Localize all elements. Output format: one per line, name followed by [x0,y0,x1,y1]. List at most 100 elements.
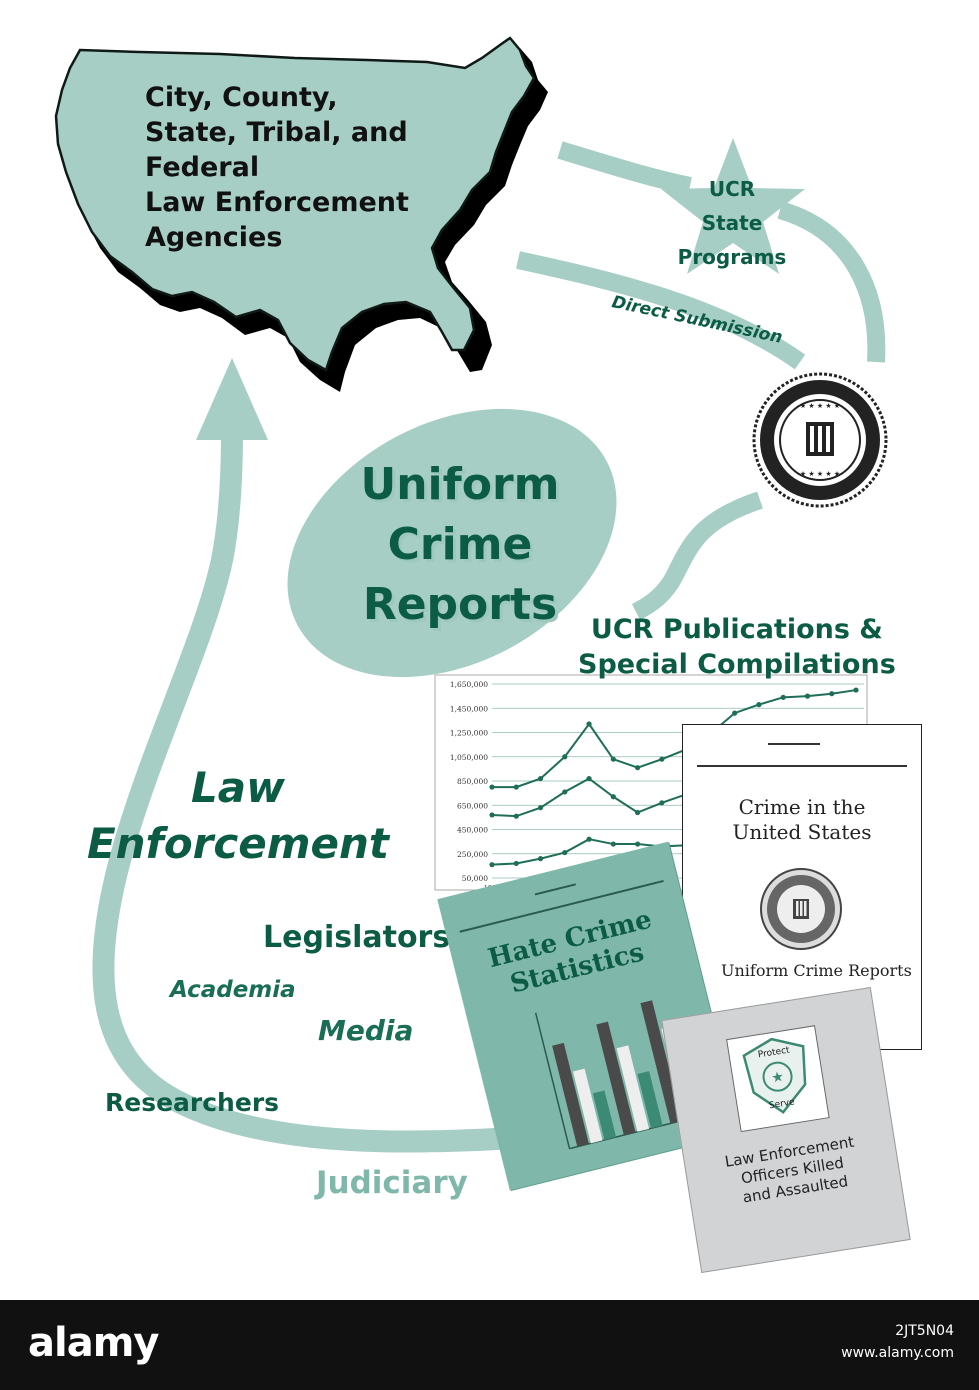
agencies-line-1: City, County, [145,82,338,113]
chart-point [586,836,592,842]
chart-point [562,789,568,795]
legislators-label: Legislators [263,920,451,955]
badge-bottom-text: Serve [768,1097,796,1111]
chart-point [489,812,495,818]
chart-point [562,849,568,856]
chart-point [659,756,665,762]
doc-rule [768,743,820,745]
svg-text:★ ★ ★ ★ ★: ★ ★ ★ ★ ★ [800,402,840,410]
chart-point [635,765,641,771]
chart-y-tick-label: 1,650,000 [450,680,488,689]
doc-rule [697,765,907,767]
state-programs-label: UCR State Programs [672,172,792,274]
media-label: Media [318,1014,414,1047]
chart-y-tick-label: 1,050,000 [450,753,488,762]
ucr-ellipse [287,408,617,678]
direct-submission-arrow [516,251,806,370]
agencies-line-4: Law Enforcement [145,187,409,218]
chart-point [489,862,495,868]
badge-top-text: Protect [757,1045,790,1060]
chart-point [537,856,544,862]
chart-point [659,800,665,806]
chart-series-line-1 [492,689,857,789]
watermark-logo: alamy [28,1320,159,1366]
chart-point [780,694,786,700]
svg-text:★: ★ [770,1069,785,1087]
publications-heading: UCR Publications & Special Compilations [578,612,896,682]
chart-point [853,687,859,693]
badge-icon: ★ Protect Serve [726,1025,830,1133]
chart-point [537,805,544,811]
chart-point [635,841,641,847]
state-to-fbi-arrow [777,201,886,363]
fbi-seal: ★ ★ ★ ★ ★ ★ ★ ★ ★ ★ [748,368,892,512]
chart-point [586,721,592,727]
watermark-site: www.alamy.com [841,1345,954,1361]
doc-rule [534,883,576,896]
judiciary-label: Judiciary [316,1165,468,1201]
chart-point [756,702,762,708]
watermark-id: 2JT5N04 www.alamy.com [841,1320,954,1364]
chart-point [586,775,592,782]
agencies-label: City, County, State, Tribal, and Federal… [145,80,409,255]
svg-text:★ ★ ★ ★ ★: ★ ★ ★ ★ ★ [800,470,840,478]
law-enforcement-loop-arrow [92,429,561,1153]
fbi-to-publications-arrow [631,491,763,621]
chart-y-tick-label: 50,000 [462,874,488,883]
agencies-line-5: Agencies [145,222,283,253]
publications-line-1: UCR Publications & [590,614,883,645]
state-programs-line-1: UCR [708,177,756,201]
agencies-line-2: State, Tribal, and [145,117,408,148]
chart-y-tick-label: 1,250,000 [450,729,488,738]
to-state-programs-arrow [557,141,692,195]
agencies-line-3: Federal [145,152,260,183]
chart-point [610,756,616,762]
chart-y-tick-label: 450,000 [457,826,488,835]
chart-point [513,860,519,867]
chart-y-tick-label: 1,450,000 [450,704,488,713]
chart-y-tick-label: 850,000 [457,777,488,786]
ucr-title-line-2: Crime [387,519,533,570]
state-programs-star [661,138,805,274]
academia-label: Academia [170,977,296,1003]
fbi-seal-small [760,868,842,950]
researchers-label: Researchers [105,1088,280,1117]
state-programs-line-3: Programs [677,245,787,269]
publications-line-2: Special Compilations [578,649,896,680]
law-line-1: Law [191,763,285,812]
crime-in-us-subtitle: Uniform Crime Reports [721,961,912,980]
us-map [54,36,536,372]
watermark-image-id: 2JT5N04 [895,1323,954,1339]
chart-point [513,813,519,819]
leoka-document: ★ Protect Serve Law Enforcement Officers… [661,986,911,1274]
uniform-crime-reports-title: Uniform Crime Reports [340,455,580,635]
chart-point [610,841,616,847]
chart-point [610,794,616,800]
chart-point [489,784,495,790]
crime-in-us-line-1: Crime in the [738,795,866,819]
ucr-title-line-1: Uniform [360,459,560,510]
ucr-title-line-3: Reports [362,579,558,630]
state-programs-line-2: State [701,211,763,235]
chart-point [732,710,738,716]
law-enforcement-label: Law Enforcement [58,760,418,872]
watermark-bar: alamy 2JT5N04 www.alamy.com [0,1300,979,1390]
chart-point [513,784,519,790]
chart-point [635,809,641,816]
chart-y-tick-label: 650,000 [457,801,488,810]
crime-in-us-title: Crime in the United States [683,795,921,845]
crime-in-us-line-2: United States [732,820,872,844]
crime-in-the-us-document: Crime in the United States Uniform Crime… [682,724,922,1050]
chart-point [804,693,811,699]
hate-crime-statistics-document: Hate Crime Statistics [437,841,741,1191]
hate-crime-bar-graphic [534,1000,704,1150]
chart-y-tick-label: 250,000 [457,850,488,859]
chart-point [562,754,568,760]
ucr-diagram: ★ ★ ★ ★ ★ ★ ★ ★ ★ ★ 1,650,000 1,450,000 1,… [54,36,922,1274]
up-arrowhead [196,358,268,440]
chart-point [537,775,544,782]
law-line-2: Enforcement [86,819,390,868]
chart-point [829,691,835,697]
leoka-title: Law Enforcement Officers Killed and Assa… [684,1126,900,1215]
shield-icon: ★ Protect Serve [742,1037,807,1114]
